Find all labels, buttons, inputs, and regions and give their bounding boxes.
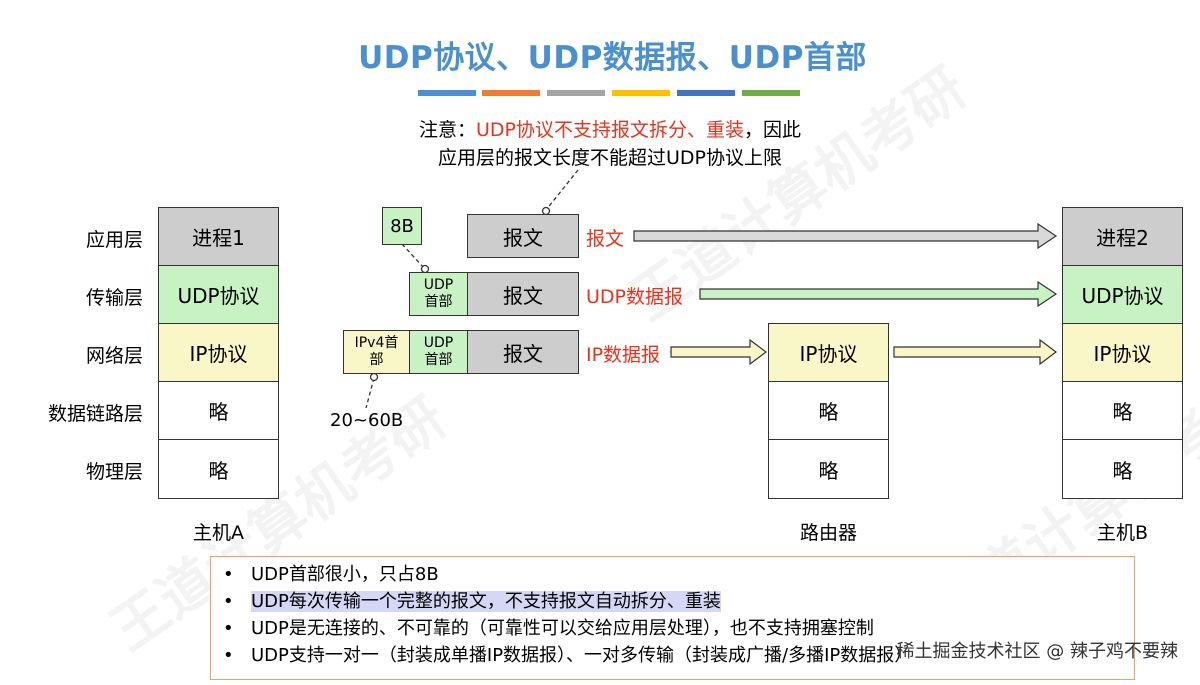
note-line2: 应用层的报文长度不能超过UDP协议上限 [438,147,782,169]
host-a-label: 主机A [193,522,244,544]
packet-udp-header-text: UDP首部 [423,277,454,310]
site-watermark: 稀土掘金技术社区 @ 辣子鸡不要辣 [896,641,1178,662]
packet-ip-payload: 报文 [467,330,579,374]
router-datalink: 略 [768,381,889,440]
size-8b-label: 8B [382,207,422,245]
host-b-ip: IP协议 [1062,323,1183,382]
summary-item: UDP支持一对一（封装成单播IP数据报）、一对多传输（封装成广播/多播IP数据报… [223,642,1134,669]
color-bar-3 [547,90,605,96]
note-prefix: 注意： [418,119,476,141]
host-b-datalink: 略 [1062,381,1183,440]
summary-item-text: UDP首部很小，只占8B [251,564,439,585]
host-a-physical: 略 [158,439,279,499]
packet-udp-header: UDP首部 [409,272,468,316]
label-message: 报文 [586,228,625,250]
packet-ipv4-header: IPv4首部 [343,330,410,374]
summary-item: UDP是无连接的、不可靠的（可靠性可以交给应用层处理），也不支持拥塞控制 [223,615,1134,642]
packet-udp-payload: 报文 [467,272,579,316]
layer-label-network: 网络层 [85,345,143,367]
host-b-udp: UDP协议 [1062,265,1183,324]
layer-label-physical: 物理层 [85,461,143,483]
host-a-process: 进程1 [158,207,279,266]
color-bar-1 [418,90,476,96]
router-label: 路由器 [799,522,857,544]
color-bar-6 [742,90,800,96]
host-a-datalink: 略 [158,381,279,440]
summary-list: UDP首部很小，只占8B UDP每次传输一个完整的报文，不支持报文自动拆分、重装… [211,561,1134,669]
summary-item: UDP首部很小，只占8B [223,561,1134,588]
summary-box: UDP首部很小，只占8B UDP每次传输一个完整的报文，不支持报文自动拆分、重装… [210,556,1135,680]
color-bar-2 [482,90,540,96]
summary-item-text: UDP支持一对一（封装成单播IP数据报）、一对多传输（封装成广播/多播IP数据报… [251,645,913,666]
summary-item-text-highlighted: UDP每次传输一个完整的报文，不支持报文自动拆分、重装 [251,591,721,612]
layer-label-transport: 传输层 [85,287,143,309]
label-udp-datagram: UDP数据报 [586,286,683,308]
host-a-ip: IP协议 [158,323,279,382]
layer-label-datalink: 数据链路层 [47,403,143,425]
host-b-process: 进程2 [1062,207,1183,266]
packet-ip-udp-header: UDP首部 [409,330,468,374]
label-ip-datagram: IP数据报 [586,344,661,366]
color-bar-4 [612,90,670,96]
note-suffix: ，因此 [744,119,802,141]
router-physical: 略 [768,439,889,499]
page-title: UDP协议、UDP数据报、UDP首部 [358,40,867,76]
layer-label-application: 应用层 [85,229,143,251]
host-b-physical: 略 [1062,439,1183,499]
summary-item-text: UDP是无连接的、不可靠的（可靠性可以交给应用层处理），也不支持拥塞控制 [251,618,874,639]
packet-ip-udp-header-text: UDP首部 [423,335,454,368]
host-b-label: 主机B [1096,522,1149,544]
packet-ipv4-header-text: IPv4首部 [354,335,399,368]
host-a-udp: UDP协议 [158,265,279,324]
size-ip-header-label: 20~60B [330,410,404,431]
router-ip: IP协议 [768,323,889,382]
packet-message: 报文 [467,214,579,258]
note-highlight: UDP协议不支持报文拆分、重装 [476,119,744,141]
color-bar-5 [677,90,735,96]
summary-item: UDP每次传输一个完整的报文，不支持报文自动拆分、重装 [223,588,1134,615]
note: 注意：UDP协议不支持报文拆分、重装，因此 应用层的报文长度不能超过UDP协议上… [330,116,890,172]
